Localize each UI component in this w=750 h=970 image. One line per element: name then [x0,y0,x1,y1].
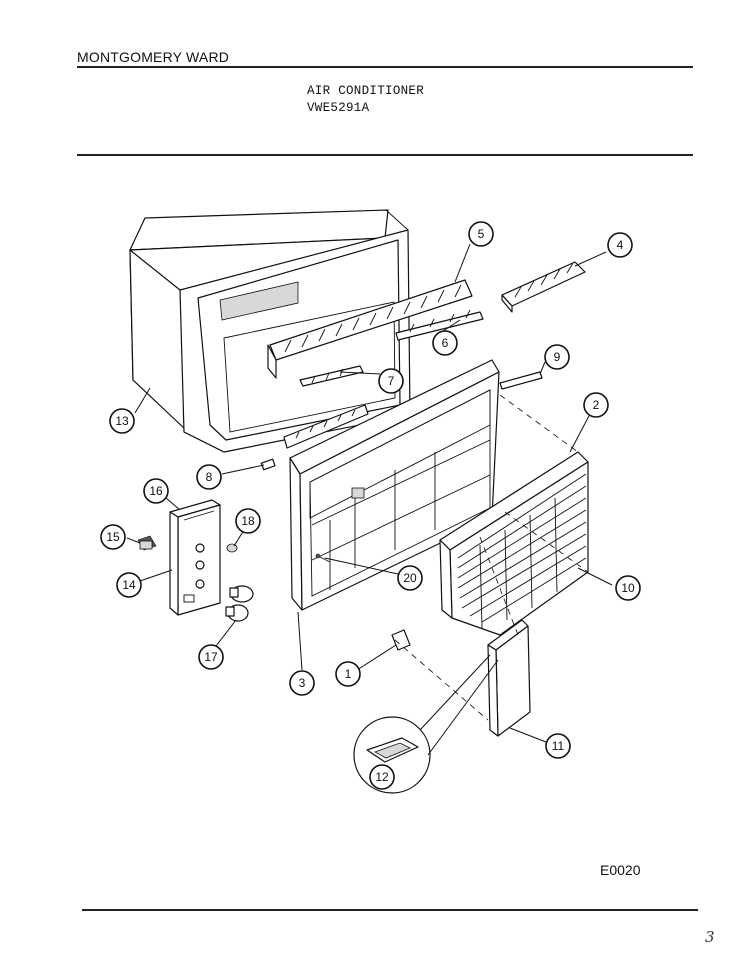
callout-label: 3 [299,676,306,690]
callout-label: 4 [617,238,624,252]
callout-label: 16 [149,484,163,498]
callout-13: 13 [109,408,135,434]
leader-lines [126,243,613,743]
callout-10: 10 [615,575,641,601]
product-name: AIR CONDITIONER [307,84,425,98]
callout-label: 17 [204,650,218,664]
screw-part [315,553,331,563]
actuator-rod-part [283,371,543,449]
callout-12: 12 [369,764,395,790]
footer-rule [82,909,698,911]
louver-linkage-part [395,309,484,341]
callout-label: 15 [106,530,120,544]
callout-label: 1 [345,667,352,681]
callout-11: 11 [545,733,571,759]
callout-9: 9 [544,344,570,370]
cabinet-part [129,209,411,453]
callout-label: 5 [478,227,485,241]
callout-3: 3 [289,670,315,696]
front-panel-part [289,359,500,611]
callout-8: 8 [196,464,222,490]
callout-label: 6 [442,336,449,350]
callout-label: 2 [593,398,600,412]
callout-label: 12 [375,770,389,784]
callout-6: 6 [432,330,458,356]
clip-part [260,458,276,471]
switch-part [137,535,157,551]
callout-5: 5 [468,221,494,247]
alignment-lines [394,394,589,721]
callout-1: 1 [335,661,361,687]
callout-20: 20 [397,565,423,591]
callout-17: 17 [198,644,224,670]
callout-7: 7 [378,368,404,394]
latch-part [391,629,411,651]
diagram-code: E0020 [600,862,641,878]
callout-label: 9 [554,350,561,364]
callout-16: 16 [143,478,169,504]
callout-label: 18 [241,514,255,528]
control-panel-part [169,499,221,616]
callout-label: 11 [552,739,565,753]
callout-14: 14 [116,572,142,598]
upper-louver-part [267,279,473,379]
callout-18: 18 [235,508,261,534]
control-knob-part [225,543,254,622]
grille-part [439,451,589,636]
callout-4: 4 [607,232,633,258]
callout-2: 2 [583,392,609,418]
callout-label: 10 [621,581,635,595]
callout-label: 14 [122,578,136,592]
header-rule [77,66,693,68]
side-panel-part [487,619,531,737]
handwritten-page-mark: 3 [705,928,715,946]
model-number: VWE5291A [307,101,370,115]
side-louver-part [501,261,586,313]
title-rule [77,154,693,156]
callout-15: 15 [100,524,126,550]
callout-label: 7 [388,374,395,388]
callout-label: 20 [403,571,417,585]
callout-label: 13 [115,414,129,428]
manufacturer-brand: MONTGOMERY WARD [77,49,230,65]
callout-label: 8 [206,470,213,484]
